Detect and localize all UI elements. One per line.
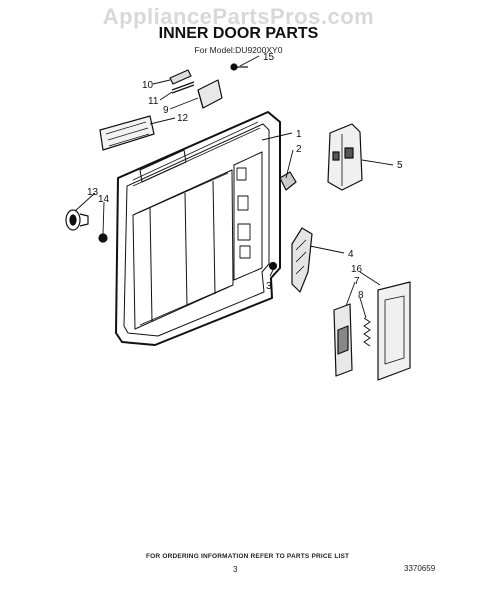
document-number: 3370659 (404, 564, 436, 573)
callout-2: 2 (296, 144, 302, 155)
ordering-note: FOR ORDERING INFORMATION REFER TO PARTS … (146, 553, 350, 560)
callout-5: 5 (397, 160, 403, 171)
nut-part-14 (98, 233, 108, 243)
spring-part-8 (363, 317, 371, 347)
leader-lines (74, 55, 394, 319)
screw-part-15 (230, 63, 248, 71)
switch-part-7 (333, 303, 353, 377)
callout-9: 9 (163, 105, 169, 116)
callout-7: 7 (354, 276, 360, 287)
model-subtitle: For Model:DU9200XY0 (194, 45, 283, 55)
callout-15: 15 (263, 52, 275, 63)
callout-14: 14 (98, 194, 110, 205)
callout-13: 13 (87, 187, 99, 198)
clip-parts-10-11 (169, 69, 195, 94)
vent-part-12 (99, 115, 155, 151)
callout-labels: 15 10 11 9 12 1 2 5 13 14 4 3 16 7 8 (87, 52, 403, 301)
callout-16: 16 (351, 264, 363, 275)
latch-clip-part-2 (279, 171, 297, 191)
cover-part-16 (377, 281, 411, 381)
screw-part-3 (268, 261, 278, 271)
latch-assembly-part-4 (291, 227, 313, 293)
callout-11: 11 (148, 96, 159, 107)
knob-part-13 (65, 209, 89, 231)
callout-8: 8 (358, 290, 364, 301)
callout-12: 12 (177, 113, 189, 124)
control-module-part-5 (327, 123, 363, 191)
bracket-part-9 (197, 79, 223, 109)
page-number: 3 (233, 565, 238, 574)
callout-4: 4 (348, 249, 354, 260)
callout-10: 10 (142, 80, 154, 91)
callout-3: 3 (266, 281, 272, 292)
inner-door-panel (115, 111, 281, 346)
callout-1: 1 (296, 129, 302, 140)
watermark: AppliancePartsPros.com (102, 4, 375, 29)
page-title: INNER DOOR PARTS (158, 25, 319, 42)
